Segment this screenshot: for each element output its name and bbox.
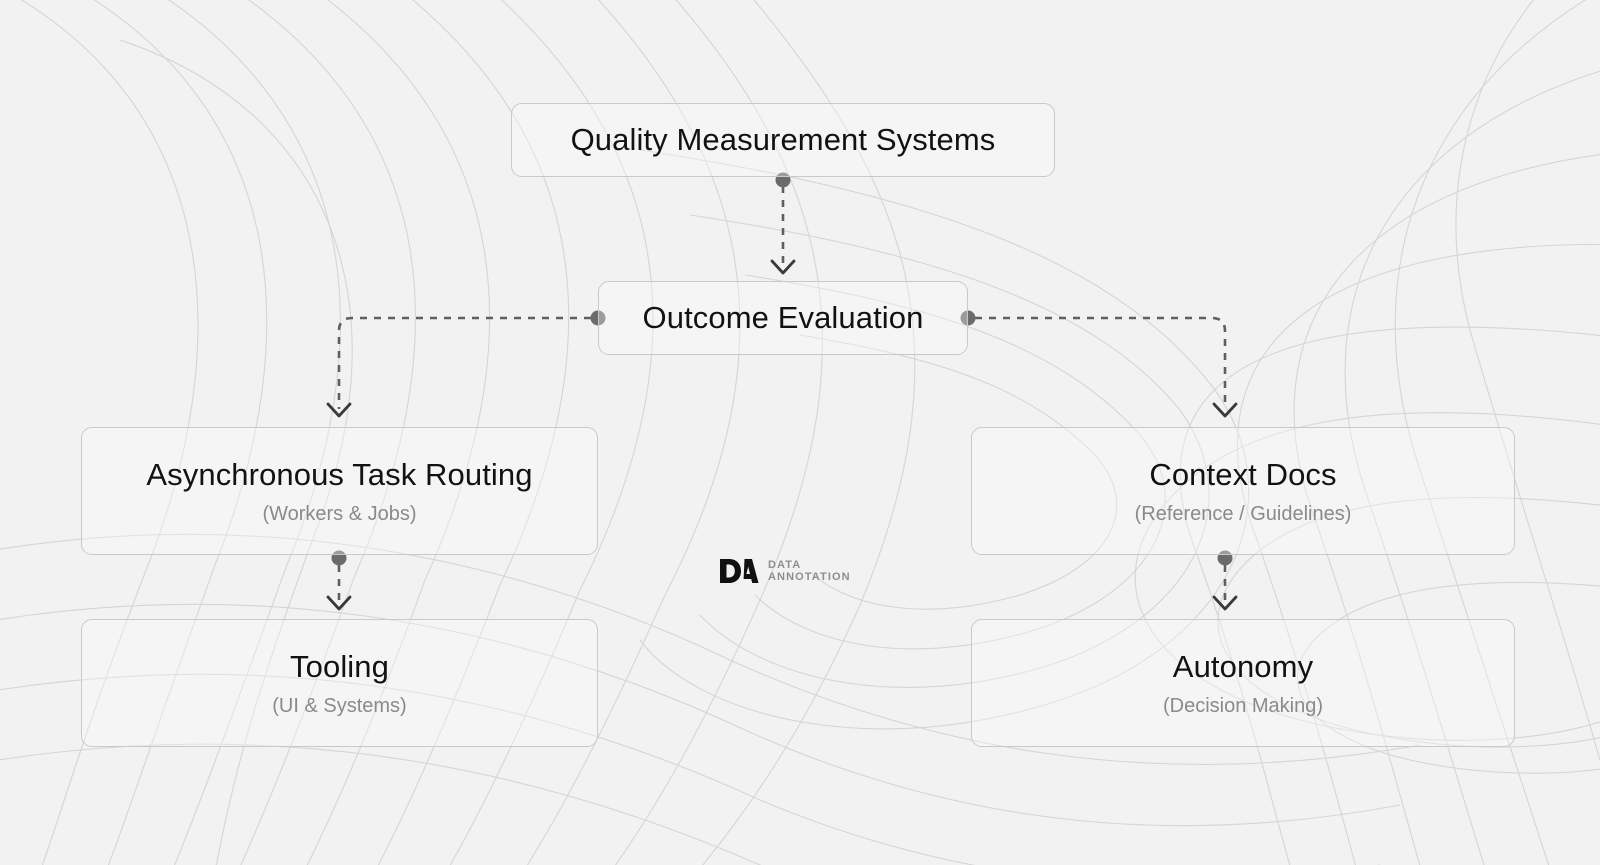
watermark-line-1: DATA (768, 558, 802, 571)
node-title: Autonomy (1172, 648, 1314, 684)
node-subtitle: (UI & Systems) (272, 694, 407, 717)
watermark-text: DATA ANNOTATION (768, 559, 851, 584)
node-tooling[interactable]: Tooling (UI & Systems) (81, 619, 598, 747)
da-monogram-icon (720, 559, 759, 583)
data-annotation-watermark: DATA ANNOTATION (719, 558, 851, 584)
node-title: Tooling (290, 648, 389, 684)
edge-context-to-autonomy (1212, 550, 1238, 611)
edge-quality-to-outcome (770, 172, 796, 275)
node-quality-measurement-systems[interactable]: Quality Measurement Systems (511, 103, 1055, 177)
node-outcome-evaluation[interactable]: Outcome Evaluation (598, 281, 968, 355)
edge-async-to-tooling (326, 550, 352, 611)
edge-outcome-to-async (326, 310, 606, 418)
watermark-line-2: ANNOTATION (768, 571, 851, 583)
node-title: Quality Measurement Systems (570, 122, 996, 157)
node-title: Outcome Evaluation (642, 300, 924, 335)
node-autonomy[interactable]: Autonomy (Decision Making) (971, 619, 1515, 747)
node-title: Asynchronous Task Routing (146, 456, 533, 492)
edge-outcome-to-context (960, 310, 1238, 418)
node-subtitle: (Decision Making) (1162, 694, 1324, 717)
node-subtitle: (Reference / Guidelines) (1134, 502, 1352, 525)
node-asynchronous-task-routing[interactable]: Asynchronous Task Routing (Workers & Job… (81, 427, 598, 555)
node-context-docs[interactable]: Context Docs (Reference / Guidelines) (971, 427, 1515, 555)
node-title: Context Docs (1149, 456, 1337, 492)
node-subtitle: (Workers & Jobs) (262, 502, 417, 525)
